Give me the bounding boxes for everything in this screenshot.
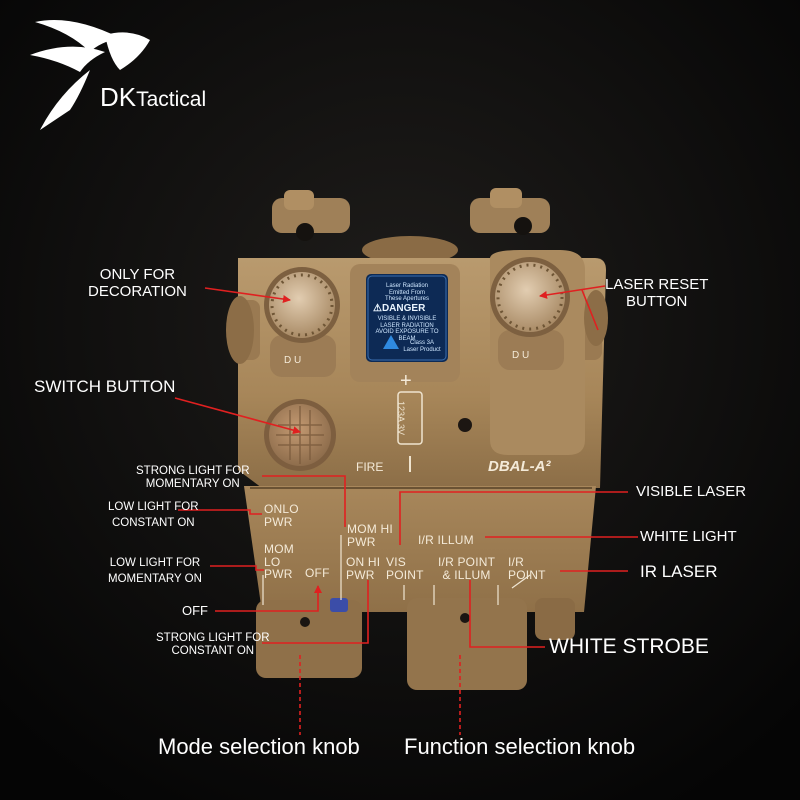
- warning-label: [366, 274, 448, 362]
- callout-function-knob: Function selection knob: [404, 734, 636, 759]
- callout-low-momentary: LOW LIGHT FOR MOMENTARY ON: [108, 557, 202, 586]
- warning-danger-text: ⚠DANGER: [373, 303, 426, 314]
- callout-strong-constant: STRONG LIGHT FOR CONSTANT ON: [156, 632, 270, 658]
- knob-letters-left: D U: [284, 355, 302, 366]
- warning-top-text: Laser Radiation Emitted From These Apert…: [384, 283, 430, 303]
- callout-white-strobe: WHITE STROBE: [549, 635, 709, 658]
- callout-only-for-decoration: ONLY FOR DECORATION: [88, 266, 187, 301]
- warning-body-text: VISIBLE & INVISIBLE LASER RADIATION AVOI…: [375, 316, 439, 342]
- mode-mom-hi-pwr: MOM HI PWR: [347, 522, 393, 549]
- callout-off: OFF: [182, 603, 208, 618]
- callout-laser-reset-button: LASER RESET BUTTON: [605, 276, 709, 311]
- callout-white-light: WHITE LIGHT: [640, 528, 737, 545]
- model-name: DBAL-A²: [488, 458, 551, 475]
- lower-panel: [244, 486, 596, 612]
- dk-logo-mark: [30, 20, 150, 130]
- callout-switch-button: SWITCH BUTTON: [34, 377, 176, 396]
- func-vis-point: VIS POINT: [386, 555, 424, 582]
- logo-letters: DK: [100, 82, 137, 112]
- logo-word: Tactical: [136, 88, 207, 111]
- switch-button-knob: [264, 399, 336, 471]
- logo-text: DKTactical: [100, 82, 206, 113]
- fire-label: FIRE: [356, 460, 384, 474]
- warning-class-text: Class 3A Laser Product: [403, 340, 441, 353]
- func-ir-illum: I/R ILLUM: [418, 533, 474, 547]
- function-knob: [407, 598, 527, 690]
- laser-reset-knob: [490, 257, 570, 370]
- mode-onlo-pwr: ONLO PWR: [264, 502, 299, 529]
- mode-off: OFF: [305, 566, 330, 580]
- mode-mom-lo-pwr: MOM LO PWR: [264, 542, 294, 582]
- mode-on-hi-pwr: ON HI PWR: [346, 555, 381, 582]
- callout-ir-laser: IR LASER: [640, 562, 718, 581]
- battery-plus: +: [400, 370, 412, 392]
- top-right-screw: [470, 188, 550, 235]
- battery-rating: 123A 3V: [396, 400, 407, 436]
- knob-letters-right: D U: [512, 350, 530, 361]
- mode-knob: [256, 598, 362, 678]
- decoration-knob: [264, 267, 340, 377]
- callout-visible-laser: VISIBLE LASER: [636, 483, 747, 500]
- top-left-screw: [272, 190, 350, 241]
- callout-mode-knob: Mode selection knob: [158, 734, 360, 759]
- func-ir-point: I/R POINT: [508, 555, 546, 582]
- func-ir-point-illum: I/R POINT & ILLUM: [438, 555, 496, 582]
- callout-arrows: [174, 285, 638, 735]
- callout-low-constant: LOW LIGHT FOR CONSTANT ON: [108, 501, 199, 530]
- callout-strong-momentary: STRONG LIGHT FOR MOMENTARY ON: [136, 465, 250, 491]
